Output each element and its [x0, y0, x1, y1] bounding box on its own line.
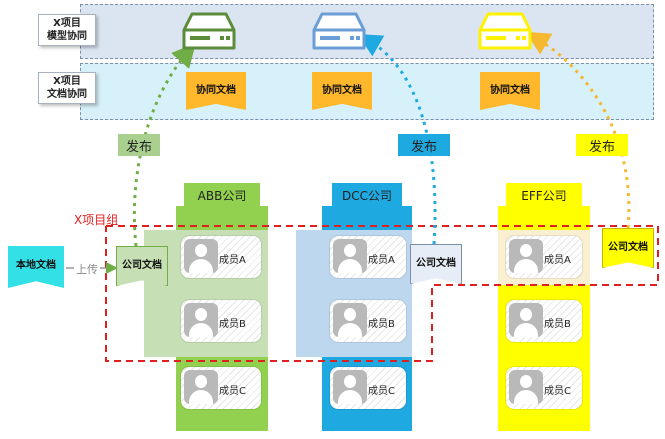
- server-icon: [478, 12, 532, 50]
- member-card-eff-b[interactable]: 成员B: [506, 300, 582, 342]
- company-tag-abb: ABB公司: [184, 183, 260, 207]
- member-name: 成员B: [368, 319, 395, 330]
- model-collab-label: X项目 模型协同: [38, 14, 96, 46]
- member-name: 成员A: [368, 255, 395, 266]
- arrow-icon: [525, 31, 631, 229]
- person-icon: [509, 303, 543, 337]
- member-card-dcc-c[interactable]: 成员C: [330, 367, 406, 409]
- collab-doc-abb[interactable]: 协同文档: [186, 72, 246, 110]
- project-group-label: X项目组: [74, 213, 119, 227]
- member-card-dcc-b[interactable]: 成员B: [330, 300, 406, 342]
- collab-doc-dcc[interactable]: 协同文档: [312, 72, 372, 110]
- collab-doc-eff[interactable]: 协同文档: [480, 72, 540, 110]
- person-icon: [509, 370, 543, 404]
- member-name: 成员A: [544, 255, 571, 266]
- member-card-abb-b[interactable]: 成员B: [181, 300, 261, 342]
- company-doc-abb[interactable]: 公司文档: [116, 246, 168, 286]
- company-name-abb: ABB公司: [197, 188, 247, 203]
- doc-collab-label: X项目 文档协同: [38, 72, 96, 104]
- member-card-dcc-a[interactable]: 成员A: [330, 236, 406, 278]
- person-icon: [509, 239, 543, 273]
- person-icon: [184, 370, 218, 404]
- person-icon: [184, 239, 218, 273]
- doc-label-line2: 文档协同: [47, 89, 87, 100]
- upload-label: 上传: [74, 261, 100, 277]
- member-name: 成员A: [219, 255, 246, 266]
- member-card-abb-c[interactable]: 成员C: [181, 367, 261, 409]
- member-card-abb-a[interactable]: 成员A: [181, 236, 261, 278]
- company-name-dcc: DCC公司: [342, 188, 392, 203]
- model-label-line2: 模型协同: [47, 31, 87, 42]
- publish-label-abb: 发布: [118, 134, 160, 156]
- member-name: 成员C: [544, 386, 571, 397]
- person-icon: [184, 303, 218, 337]
- publish-label-eff: 发布: [576, 134, 628, 156]
- person-icon: [333, 303, 367, 337]
- member-card-eff-c[interactable]: 成员C: [506, 367, 582, 409]
- company-tag-dcc: DCC公司: [332, 183, 402, 207]
- member-card-eff-a[interactable]: 成员A: [506, 236, 582, 278]
- publish-label-dcc: 发布: [398, 134, 450, 156]
- arrow-icon: [357, 33, 437, 245]
- company-tag-eff: EFF公司: [506, 183, 582, 207]
- company-name-eff: EFF公司: [521, 188, 567, 203]
- member-name: 成员C: [219, 386, 246, 397]
- doc-label-line1: X项目: [53, 76, 81, 87]
- company-doc-eff[interactable]: 公司文档: [602, 228, 654, 268]
- server-icon: [312, 12, 366, 50]
- member-name: 成员C: [368, 386, 395, 397]
- arrow-icon: [132, 43, 196, 247]
- company-doc-dcc[interactable]: 公司文档: [410, 244, 462, 284]
- member-name: 成员B: [544, 319, 571, 330]
- member-name: 成员B: [219, 319, 246, 330]
- person-icon: [333, 370, 367, 404]
- server-icon: [182, 12, 236, 50]
- person-icon: [333, 239, 367, 273]
- model-label-line1: X项目: [53, 18, 81, 29]
- local-doc[interactable]: 本地文档: [8, 246, 64, 288]
